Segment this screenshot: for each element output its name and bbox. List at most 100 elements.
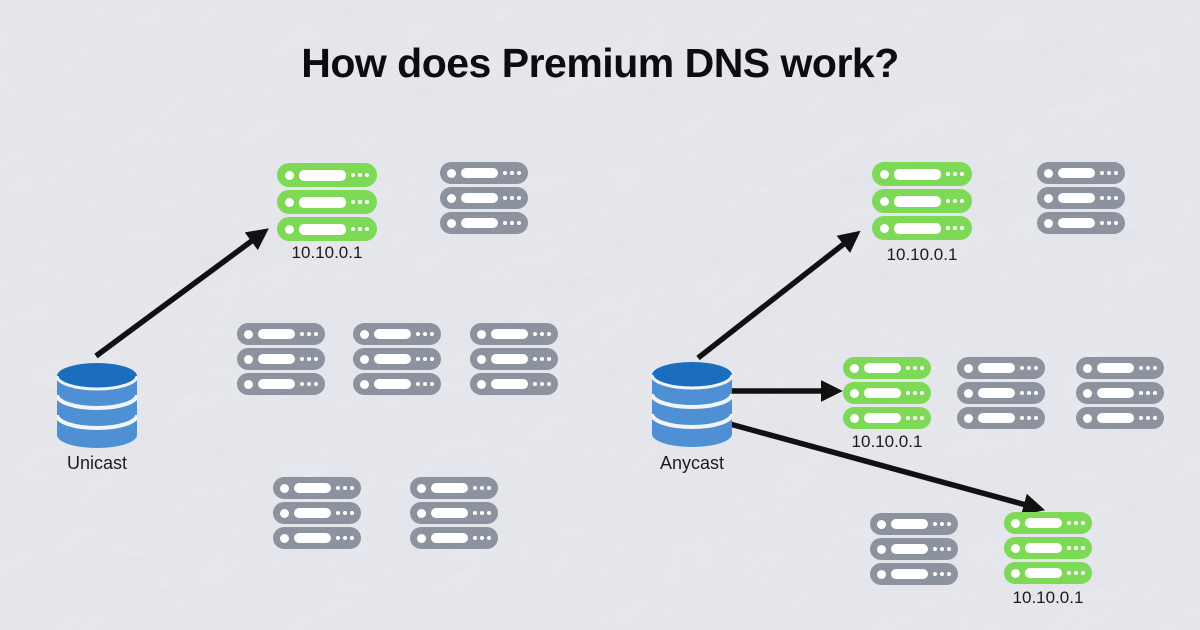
dns-cluster-gray	[237, 323, 325, 395]
server-rack-icon	[277, 190, 377, 214]
drive-led-icon	[1011, 518, 1020, 528]
status-dots-icon	[1138, 415, 1157, 421]
drive-led-icon	[477, 329, 486, 339]
drive-led-icon	[244, 354, 253, 364]
dns-cluster-gray	[353, 323, 441, 395]
drive-slot-icon	[891, 519, 928, 529]
status-dots-icon	[1138, 390, 1157, 396]
server-rack-icon	[410, 477, 498, 499]
server-rack-icon	[870, 538, 958, 560]
server-rack-icon	[470, 323, 558, 345]
drive-led-icon	[417, 533, 426, 543]
server-rack-icon	[1004, 512, 1092, 534]
drive-slot-icon	[461, 218, 498, 228]
drive-led-icon	[877, 544, 886, 554]
drive-slot-icon	[864, 363, 901, 373]
status-dots-icon	[335, 485, 354, 491]
drive-slot-icon	[1058, 218, 1095, 228]
server-rack-icon	[440, 187, 528, 209]
server-rack-icon	[440, 162, 528, 184]
server-rack-icon	[353, 348, 441, 370]
drive-led-icon	[360, 329, 369, 339]
drive-slot-icon	[891, 569, 928, 579]
drive-slot-icon	[461, 168, 498, 178]
drive-led-icon	[447, 218, 456, 228]
drive-slot-icon	[1097, 363, 1134, 373]
drive-led-icon	[964, 363, 973, 373]
drive-led-icon	[1044, 218, 1053, 228]
drive-slot-icon	[374, 354, 411, 364]
drive-slot-icon	[299, 223, 346, 235]
status-dots-icon	[1019, 415, 1038, 421]
status-dots-icon	[1019, 365, 1038, 371]
drive-led-icon	[877, 569, 886, 579]
server-rack-icon	[1076, 382, 1164, 404]
status-dots-icon	[905, 390, 924, 396]
drive-led-icon	[1011, 568, 1020, 578]
status-dots-icon	[532, 381, 551, 387]
dns-cluster-gray	[273, 477, 361, 549]
drive-led-icon	[280, 483, 289, 493]
status-dots-icon	[1099, 195, 1118, 201]
status-dots-icon	[299, 331, 318, 337]
drive-led-icon	[280, 533, 289, 543]
server-rack-icon	[273, 502, 361, 524]
anycast-selected-dns-cluster-1	[872, 162, 972, 240]
status-dots-icon	[932, 546, 951, 552]
server-rack-icon	[843, 407, 931, 429]
anycast-database-icon	[652, 361, 732, 449]
drive-slot-icon	[491, 329, 528, 339]
drive-led-icon	[964, 388, 973, 398]
drive-slot-icon	[978, 388, 1015, 398]
server-rack-icon	[957, 382, 1045, 404]
server-rack-icon	[870, 513, 958, 535]
server-rack-icon	[872, 216, 972, 240]
dns-cluster-gray	[410, 477, 498, 549]
drive-led-icon	[285, 170, 294, 180]
status-dots-icon	[472, 485, 491, 491]
drive-led-icon	[1011, 543, 1020, 553]
drive-slot-icon	[294, 483, 331, 493]
status-dots-icon	[502, 220, 521, 226]
drive-slot-icon	[374, 329, 411, 339]
status-dots-icon	[905, 365, 924, 371]
unicast-label: Unicast	[66, 453, 128, 473]
server-rack-icon	[410, 502, 498, 524]
drive-led-icon	[244, 329, 253, 339]
drive-led-icon	[850, 363, 859, 373]
drive-led-icon	[360, 379, 369, 389]
status-dots-icon	[905, 415, 924, 421]
drive-slot-icon	[491, 379, 528, 389]
drive-led-icon	[1083, 363, 1092, 373]
drive-slot-icon	[1025, 518, 1062, 528]
server-rack-icon	[410, 527, 498, 549]
status-dots-icon	[932, 571, 951, 577]
status-dots-icon	[350, 172, 369, 178]
server-rack-icon	[353, 373, 441, 395]
drive-led-icon	[285, 197, 294, 207]
dns-cluster-gray	[870, 513, 958, 585]
status-dots-icon	[1138, 365, 1157, 371]
drive-slot-icon	[1097, 413, 1134, 423]
drive-led-icon	[1044, 168, 1053, 178]
unicast-database-icon	[57, 362, 137, 450]
status-dots-icon	[945, 171, 964, 177]
drive-slot-icon	[294, 508, 331, 518]
anycast-selected-dns-cluster-3	[1004, 512, 1092, 584]
drive-slot-icon	[1025, 568, 1062, 578]
drive-led-icon	[850, 388, 859, 398]
status-dots-icon	[299, 381, 318, 387]
server-rack-icon	[957, 357, 1045, 379]
drive-slot-icon	[299, 196, 346, 208]
dns-cluster-gray	[957, 357, 1045, 429]
server-rack-icon	[470, 373, 558, 395]
anycast-resolved-ip-label-3: 10.10.0.1	[1012, 588, 1084, 607]
drive-slot-icon	[894, 222, 941, 234]
anycast-resolved-ip-label-2: 10.10.0.1	[851, 432, 923, 451]
server-rack-icon	[440, 212, 528, 234]
drive-led-icon	[280, 508, 289, 518]
dns-cluster-gray	[440, 162, 528, 234]
drive-slot-icon	[431, 508, 468, 518]
server-rack-icon	[1076, 357, 1164, 379]
